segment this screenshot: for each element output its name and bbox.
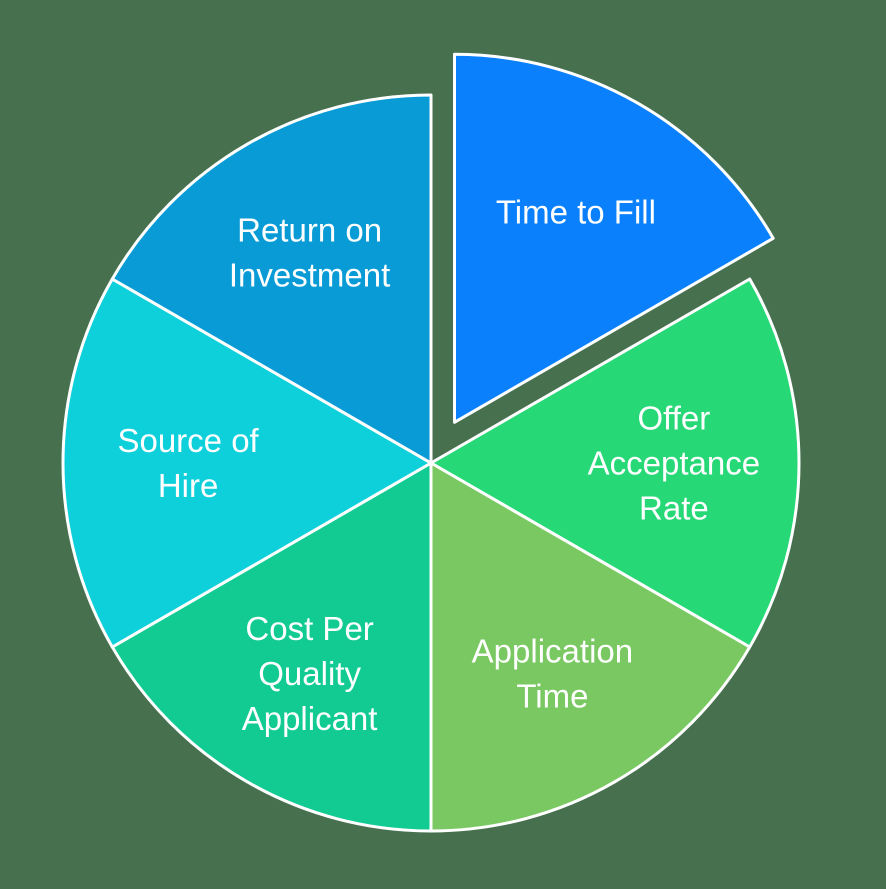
pie-slice-cost-per-quality-applicant [110,461,433,833]
pie-slice-label-time-to-fill: Time to Fill [496,194,656,231]
pie-slice-application-time [429,461,752,833]
pie-slice-source-of-hire [61,277,433,649]
pie-slice-offer-acceptance-rate [429,277,801,649]
pie-slice-return-on-investment [110,93,433,465]
pie-slice-time-to-fill [453,52,775,424]
